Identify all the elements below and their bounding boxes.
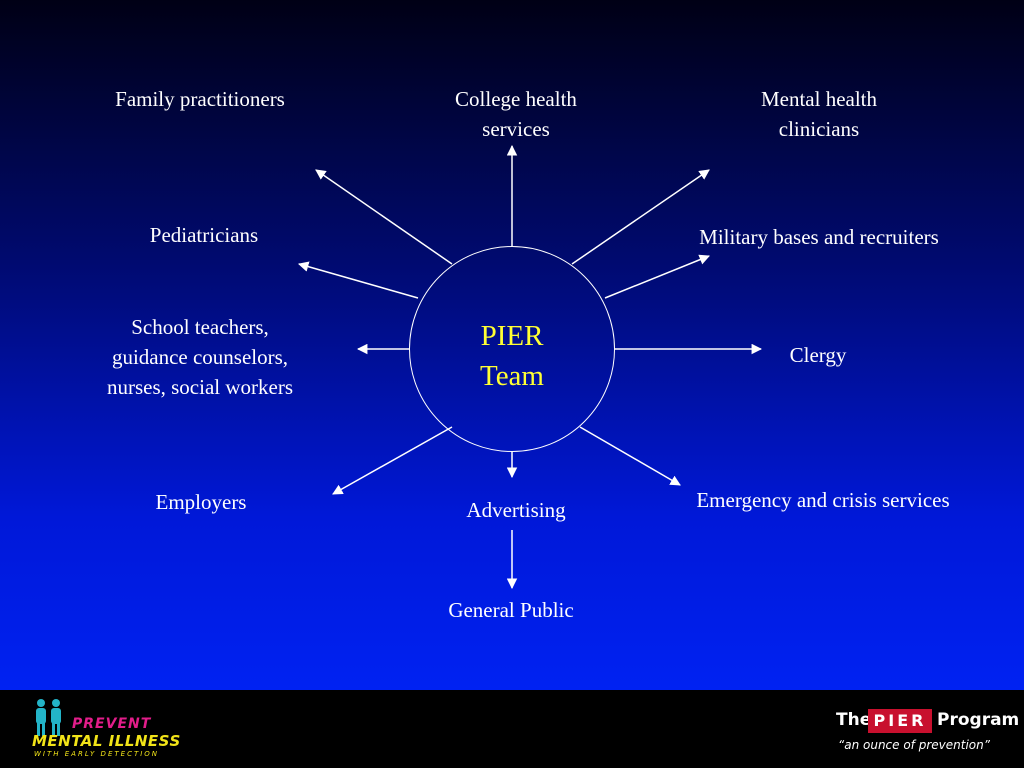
logo-prevent-text: PREVENT [72,716,152,732]
logo-mental-illness-text: MENTAL ILLNESS [32,732,181,750]
label-school: School teachers, guidance counselors, nu… [106,315,294,399]
arrow-military [604,254,710,299]
two-people-icon [36,699,61,736]
arrow-pediatricians [297,261,419,299]
label-pediatricians: Pediatricians [149,223,259,247]
label-military: Military bases and recruiters [699,225,939,249]
pier-team-label: PIER Team [409,316,615,396]
label-advertising: Advertising [466,498,566,522]
label-mental-health: Mental health clinicians [760,87,878,141]
arrows-layer [297,144,763,590]
logo-program-text: Program [937,710,1020,730]
arrow-employers [332,426,453,495]
pier-program-logo: The PIER Program “an ounce of prevention… [830,707,1019,757]
arrow-emergency [579,426,681,486]
arrow-mental [571,169,710,265]
label-college-health: College health services [455,87,577,141]
label-employers: Employers [155,490,247,514]
arrow-family [315,169,453,265]
footer-bar [0,690,1024,768]
logo-the-text: The [836,710,872,730]
logo-tagline: “an ounce of prevention” [838,738,990,752]
label-clergy: Clergy [789,343,847,367]
center-line2: Team [480,360,544,392]
label-general-public: General Public [448,598,574,622]
logo-early-detection-text: WITH EARLY DETECTION [34,750,160,758]
center-line1: PIER [480,320,544,352]
logo-pier-box: PIER [868,709,932,733]
prevent-mental-illness-logo: PREVENT MENTAL ILLNESS WITH EARLY DETECT… [30,698,210,762]
label-emergency: Emergency and crisis services [696,488,950,512]
pier-team-circle [409,246,615,452]
label-family-practitioners: Family practitioners [115,87,285,111]
